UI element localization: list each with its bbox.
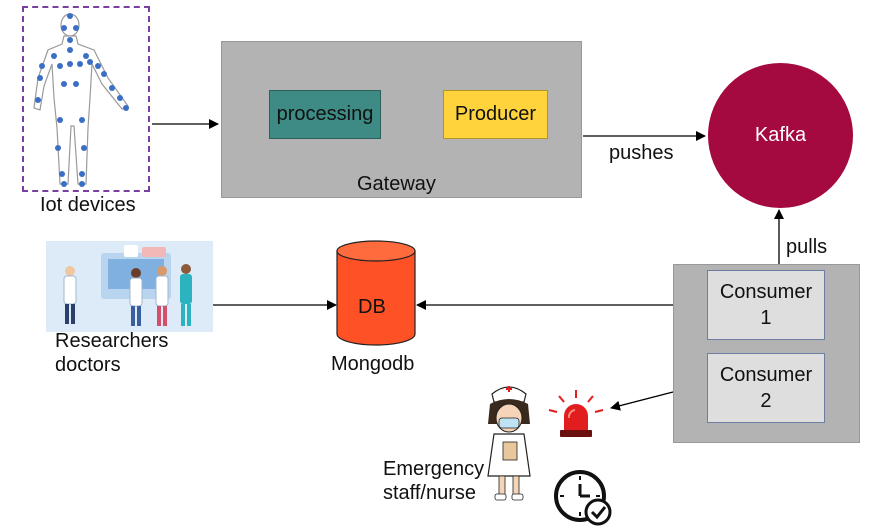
- pulls-label: pulls: [786, 236, 828, 258]
- iot-devices-label: Iot devices: [40, 194, 136, 216]
- kafka-label: Kafka: [754, 124, 807, 146]
- db-cylinder: [336, 240, 416, 346]
- mongodb-label: Mongodb: [331, 353, 415, 375]
- iot-devices-frame: [22, 6, 150, 192]
- human-body-sensor-icon: [33, 13, 129, 187]
- pushes-label: pushes: [609, 142, 674, 164]
- doctors-label: doctors: [55, 354, 121, 376]
- kafka-node: Kafka: [708, 63, 853, 208]
- clock-check-icon: [554, 470, 612, 526]
- gateway-label: Gateway: [357, 173, 436, 195]
- alarm-siren-icon: [548, 390, 604, 437]
- consumer-to-alarm-arrow: [610, 391, 674, 411]
- researchers-label: Researchers: [55, 330, 169, 352]
- nurse-icon: [487, 386, 531, 501]
- emergency-label: Emergency: [383, 458, 485, 480]
- db-label: DB: [358, 296, 386, 318]
- staff-nurse-label: staff/nurse: [383, 482, 477, 504]
- consumer-1-box: Consumer 1: [707, 270, 825, 340]
- processing-box: processing: [269, 90, 381, 139]
- producer-box: Producer: [443, 90, 548, 139]
- medical-team-icon: [46, 241, 213, 332]
- consumer-2-box: Consumer 2: [707, 353, 825, 423]
